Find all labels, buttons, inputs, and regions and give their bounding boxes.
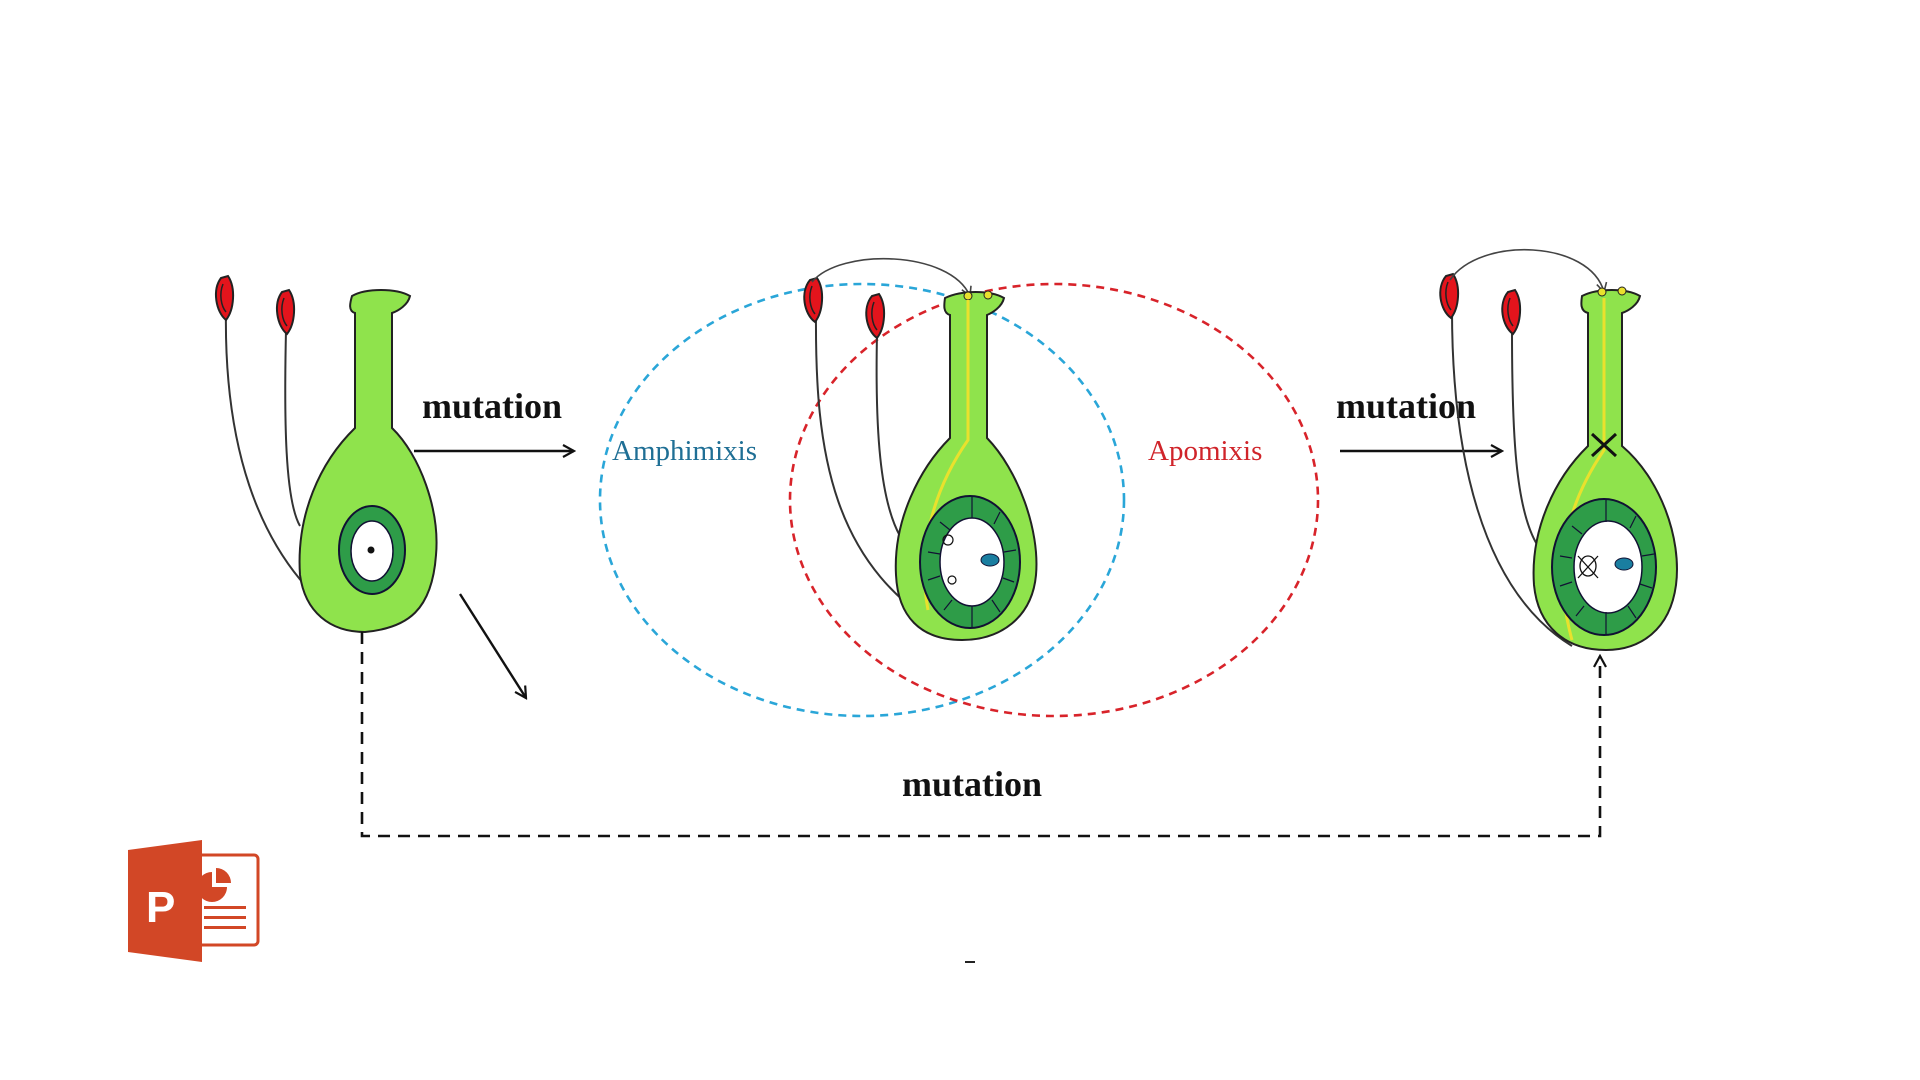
anther (865, 292, 885, 340)
flower-left (214, 274, 438, 634)
anther (214, 274, 234, 322)
label-mutation-right: mutation (1336, 386, 1476, 426)
arrow-mutation-bottom (360, 632, 1600, 838)
stamen-filament (1511, 329, 1539, 547)
pollen-grain (963, 291, 973, 301)
label-apomixis: Apomixis (1148, 435, 1262, 467)
arrow-diagonal (458, 593, 526, 698)
anther (1501, 288, 1521, 336)
egg-cell (980, 553, 1000, 567)
cross-mark-icon (1590, 432, 1618, 458)
label-amphimixis: Amphimixis (612, 435, 757, 467)
ovule-cells (1559, 500, 1655, 634)
embryo-sac (1573, 520, 1643, 614)
flower-right (1439, 248, 1678, 652)
stamen-filament (1451, 309, 1573, 647)
anther (275, 288, 295, 336)
powerpoint-icon-letter: P (146, 883, 175, 932)
pollen-path (1449, 248, 1608, 294)
pollen-grain (983, 290, 993, 300)
pollen-path (811, 257, 972, 298)
label-mutation-bottom: mutation (902, 764, 1042, 804)
nucleus (947, 575, 957, 585)
stamen-filament (284, 329, 301, 527)
nucleus (942, 534, 954, 546)
degenerating-nucleus (1577, 555, 1599, 579)
flower-middle (803, 257, 1038, 642)
apomixis-circle (788, 282, 1320, 718)
nucleus (367, 546, 375, 554)
ovule-cells (927, 496, 1017, 628)
pollen-grain (1597, 287, 1607, 297)
stamen-filament (875, 333, 901, 537)
label-mutation-left: mutation (422, 386, 562, 426)
powerpoint-icon[interactable]: P (128, 840, 260, 962)
anther (1439, 272, 1459, 320)
anther (803, 276, 823, 324)
pollen-grain (1617, 286, 1627, 296)
amphimixis-circle (598, 282, 1126, 718)
egg-cell (1614, 557, 1634, 571)
